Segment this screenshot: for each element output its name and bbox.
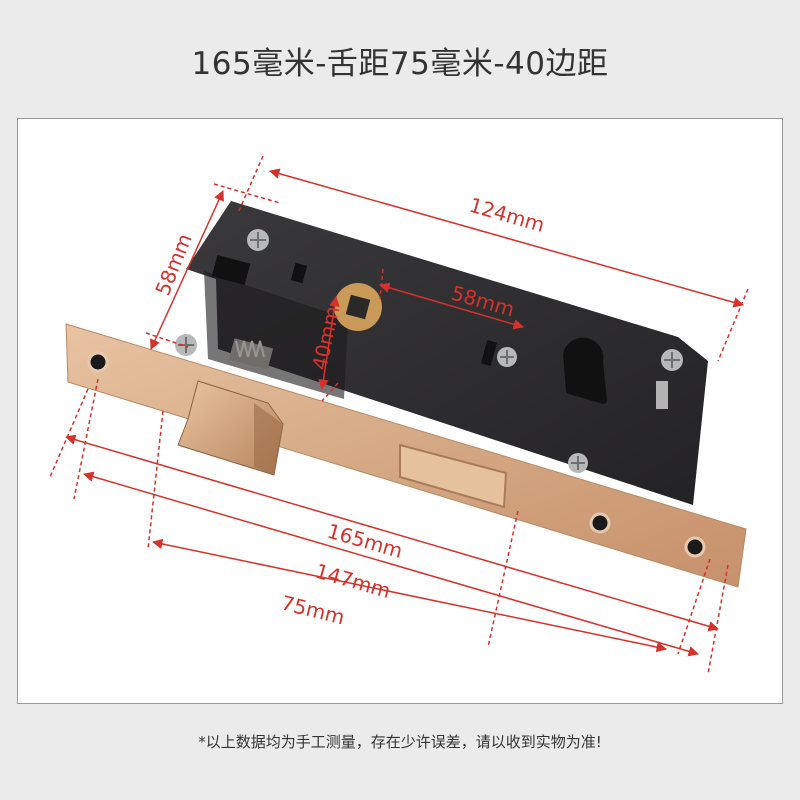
internal-slot	[481, 340, 497, 366]
dimension-label-147mm: 147mm	[313, 559, 394, 603]
cylinder-hole	[563, 337, 607, 404]
product-image-frame: 124mm 58mm 58mm 40mm 165mm 147mm 75mm	[17, 118, 783, 704]
screw-icon	[497, 347, 517, 367]
lock-case-inner-recess	[204, 271, 348, 399]
measurement-disclaimer: *以上数据均为手工测量，存在少许误差，请以收到实物为准!	[198, 733, 602, 751]
cylinder-screw	[656, 381, 668, 409]
screw-icon	[247, 229, 269, 251]
faceplate-screw-hole	[589, 512, 611, 534]
dimension-arrows	[64, 168, 745, 657]
faceplate-screw-hole	[87, 351, 109, 373]
screw-icon	[175, 334, 197, 356]
page-title: 165毫米-舌距75毫米-40边距	[191, 46, 609, 82]
screw-icon	[661, 349, 683, 371]
mortise-lock-diagram: 124mm 58mm 58mm 40mm 165mm 147mm 75mm	[49, 155, 749, 675]
dimension-label-75mm: 75mm	[279, 591, 347, 630]
faceplate-screw-hole	[684, 536, 706, 558]
screw-icon	[568, 453, 588, 473]
